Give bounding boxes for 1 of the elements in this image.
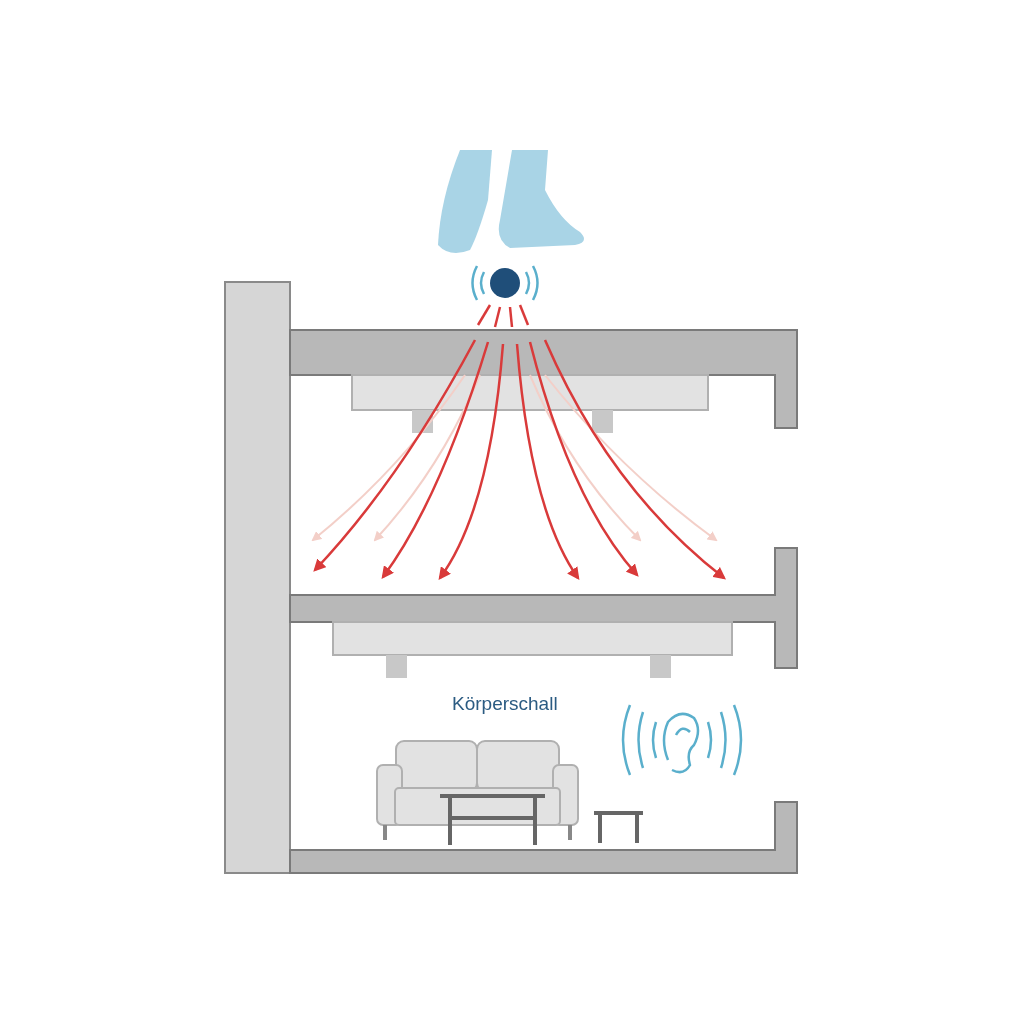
- caption-text: Körperschall: [452, 693, 558, 715]
